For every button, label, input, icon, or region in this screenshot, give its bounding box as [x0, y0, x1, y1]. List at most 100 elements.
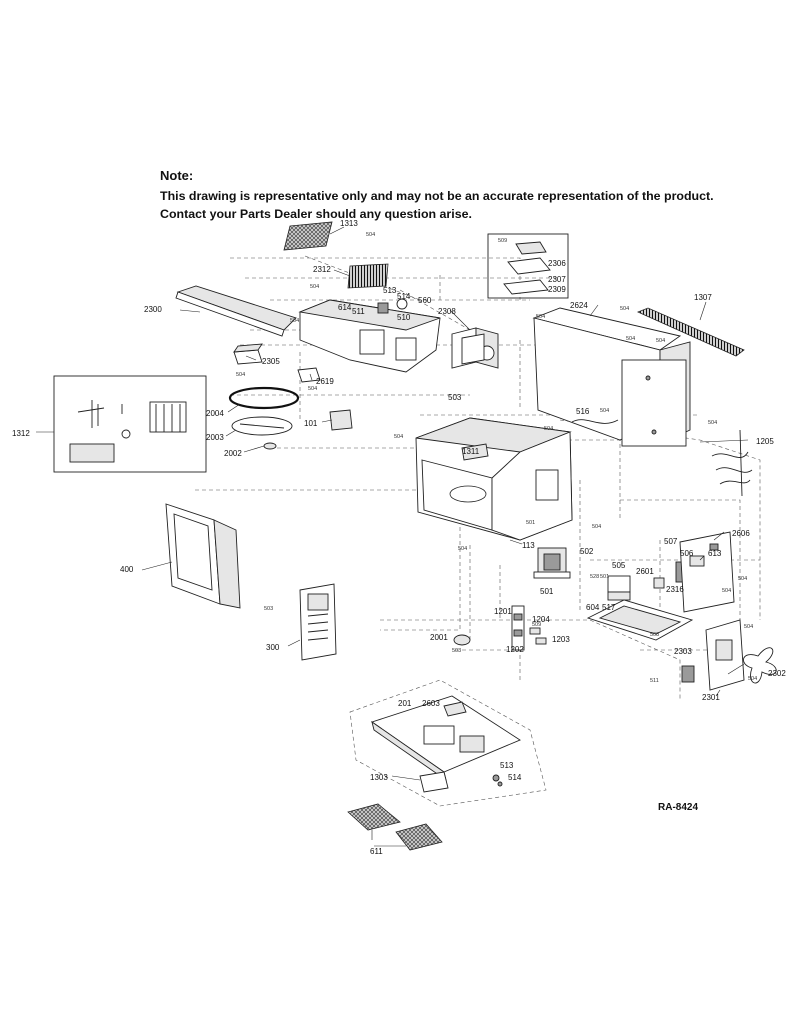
screw-label: 503	[452, 648, 461, 654]
screw-label: 509	[532, 622, 541, 628]
label-2312: 2312	[313, 265, 331, 274]
label-2316: 2316	[666, 585, 684, 594]
part-2308-fan-duct	[451, 327, 499, 369]
screw-label: 504	[744, 624, 753, 630]
label-2300: 2300	[144, 305, 162, 314]
screw-label: 504	[536, 314, 545, 320]
label-507: 507	[664, 537, 678, 546]
screw-label: 504	[600, 408, 609, 414]
label-510: 510	[397, 313, 411, 322]
part-2003-turntable	[231, 416, 293, 436]
label-2306: 2306	[548, 259, 566, 268]
part-labels: 1313 2312 2300 513 514 560 614 511 510 2…	[12, 219, 786, 856]
part-516-wire	[571, 419, 619, 424]
label-201: 201	[398, 699, 412, 708]
screw-label: 511	[650, 678, 659, 684]
label-2309: 2309	[548, 285, 566, 294]
screw-label: 504	[544, 426, 553, 432]
label-604: 604	[586, 603, 600, 612]
drawing-code: RA-8424	[658, 802, 698, 813]
label-2302: 2302	[768, 669, 786, 678]
screw-label: 508	[650, 632, 659, 638]
screw-label: 501	[600, 574, 609, 580]
label-503-upper: 503	[448, 393, 462, 402]
screw-label: 504	[458, 546, 467, 552]
screw-label: 504	[394, 434, 403, 440]
label-514-upper: 514	[397, 292, 411, 301]
label-1313: 1313	[340, 219, 358, 228]
label-2301: 2301	[702, 693, 720, 702]
screw-label: 528	[590, 574, 599, 580]
disclaimer-note: Note: This drawing is representative onl…	[160, 168, 760, 223]
label-1303: 1303	[370, 773, 388, 782]
label-516: 516	[576, 407, 590, 416]
label-1311: 1311	[462, 447, 480, 456]
part-2624-cabinet-top	[532, 307, 691, 447]
part-2302-fan-blade	[743, 647, 777, 684]
label-505: 505	[612, 561, 626, 570]
part-2004-roller-ring	[228, 386, 300, 410]
label-2603: 2603	[422, 699, 440, 708]
part-2303-fan-motor	[681, 619, 745, 691]
label-101: 101	[304, 419, 318, 428]
part-2002-coupler	[263, 442, 277, 450]
label-2624: 2624	[570, 301, 588, 310]
part-control-chassis	[298, 298, 441, 373]
screw-label: 504	[290, 318, 299, 324]
part-505-capacitor	[607, 575, 631, 601]
part-611-grease-filters	[347, 803, 443, 851]
part-1313-grille	[283, 221, 333, 251]
screw-label: 501	[526, 520, 535, 526]
note-title: Note:	[160, 168, 194, 183]
screw-label: 504	[366, 232, 375, 238]
screw-label: 504	[722, 588, 731, 594]
part-501-transformer	[533, 547, 571, 579]
part-2619-plate	[297, 367, 321, 383]
label-400: 400	[120, 565, 134, 574]
screw-label: 504	[592, 524, 601, 530]
label-1201: 1201	[494, 607, 512, 616]
label-1202: 1202	[506, 645, 524, 654]
part-1307-vent-strip	[636, 307, 745, 357]
label-2601: 2601	[636, 567, 654, 576]
part-300-control-panel	[299, 583, 337, 661]
inset-box-2306	[487, 233, 569, 299]
screw-label: 504	[656, 338, 665, 344]
screw-label: 504	[308, 386, 317, 392]
label-113: 113	[522, 541, 535, 550]
label-511: 511	[352, 307, 365, 316]
label-300: 300	[266, 643, 280, 652]
label-2001: 2001	[430, 633, 448, 642]
label-2606: 2606	[732, 529, 750, 538]
label-517: 517	[602, 603, 616, 612]
label-513-lower: 513	[500, 761, 514, 770]
screw-label: 504	[626, 336, 635, 342]
part-2305-bracket	[233, 343, 263, 365]
part-604-base-plate	[586, 599, 694, 641]
label-513-upper: 513	[383, 286, 397, 295]
label-506: 506	[680, 549, 694, 558]
part-2312-vent-grille	[347, 263, 389, 289]
screw-labels: 504 504 504 509 504 504 504 504 504 504 …	[236, 232, 757, 684]
screw-label: 509	[498, 238, 507, 244]
label-502: 502	[580, 547, 594, 556]
label-1312: 1312	[12, 429, 30, 438]
label-2004: 2004	[206, 409, 224, 418]
screw-label: 504	[748, 676, 757, 682]
label-2308: 2308	[438, 307, 456, 316]
inset-box-1312-hardware	[53, 375, 207, 473]
leader-lines	[36, 226, 749, 847]
label-2002: 2002	[224, 449, 242, 458]
label-560: 560	[418, 296, 432, 305]
label-611: 611	[370, 847, 383, 856]
screw-label: 504	[236, 372, 245, 378]
label-2307: 2307	[548, 275, 566, 284]
label-614: 614	[338, 303, 352, 312]
label-514-lower: 514	[508, 773, 522, 782]
label-2303: 2303	[674, 647, 692, 656]
part-613-control-board	[679, 531, 735, 613]
screw-label: 504	[310, 284, 319, 290]
screw-label: 503	[264, 606, 273, 612]
note-line-2: Contact your Parts Dealer should any que…	[160, 207, 472, 221]
